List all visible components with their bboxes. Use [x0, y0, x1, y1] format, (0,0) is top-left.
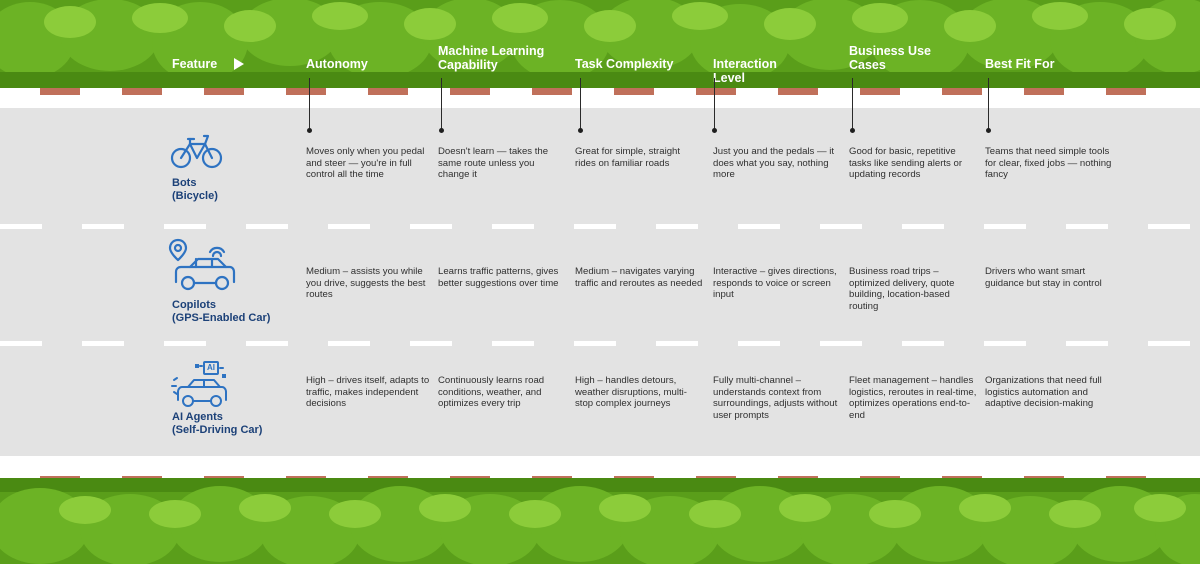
- cell-copilots-autonomy: Medium – assists you while you drive, su…: [306, 266, 426, 301]
- bottom-hedge-foliage: [0, 478, 1200, 564]
- cell-copilots-best-fit-for: Drivers who want smart guidance but stay…: [985, 266, 1102, 289]
- column-header-task-complexity: Task Complexity: [575, 57, 673, 71]
- cell-bots-task-complexity: Great for simple, straight rides on fami…: [575, 146, 681, 169]
- lane-divider-1: [0, 224, 1200, 229]
- column-header-business-use-cases: Business Use Cases: [849, 44, 931, 72]
- cell-bots-machine-learning: Doesn't learn — takes the same route unl…: [438, 146, 549, 181]
- column-header-line: Machine Learning: [438, 44, 545, 58]
- column-header-line: Cases: [849, 58, 886, 72]
- header-pointer-dot: [307, 128, 312, 133]
- column-header-line: Interaction: [713, 57, 777, 71]
- gps-car-icon: [168, 238, 236, 291]
- header-pointer-line: [580, 78, 581, 130]
- self-driving-car-icon: AI: [170, 360, 230, 408]
- cell-ai-agents-best-fit-for: Organizations that need full logistics a…: [985, 375, 1102, 410]
- cell-ai-agents-business-use-cases: Fleet management – handles logistics, re…: [849, 375, 977, 421]
- column-header-line: Autonomy: [306, 57, 368, 71]
- cell-bots-business-use-cases: Good for basic, repetitive tasks like se…: [849, 146, 963, 181]
- column-header-line: Level: [713, 71, 745, 85]
- bottom-hedge: [0, 478, 1200, 564]
- header-pointer-dot: [439, 128, 444, 133]
- cell-ai-agents-autonomy: High – drives itself, adapts to traffic,…: [306, 375, 430, 410]
- header-pointer-dot: [986, 128, 991, 133]
- self-driving-car-graphic: [171, 361, 227, 407]
- header-pointer-dot: [712, 128, 717, 133]
- cell-copilots-machine-learning: Learns traffic patterns, gives better su…: [438, 266, 559, 289]
- cell-ai-agents-machine-learning: Continuously learns road conditions, wea…: [438, 375, 545, 410]
- road-edge-top: [0, 104, 1200, 108]
- row-name: AI Agents: [172, 411, 223, 423]
- header-pointer-dot: [578, 128, 583, 133]
- row-title-ai-agents: AI Agents (Self-Driving Car): [172, 411, 262, 437]
- header-pointer-line: [988, 78, 989, 130]
- cell-copilots-interaction-level: Interactive – gives directions, responds…: [713, 266, 837, 301]
- column-header-best-fit-for: Best Fit For: [985, 57, 1054, 71]
- row-name: Copilots: [172, 299, 216, 311]
- column-header-line: Best Fit For: [985, 57, 1055, 71]
- header-pointer-line: [852, 78, 853, 130]
- column-header-machine-learning: Machine Learning Capability: [438, 44, 544, 72]
- header-pointer-line: [309, 78, 310, 130]
- bottom-curb: [0, 458, 1200, 478]
- header-pointer-dot: [850, 128, 855, 133]
- row-title-copilots: Copilots (GPS-Enabled Car): [172, 299, 270, 325]
- cell-bots-autonomy: Moves only when you pedal and steer — yo…: [306, 146, 425, 181]
- lane-divider-2: [0, 341, 1200, 346]
- ai-icon-label: AI: [207, 363, 215, 372]
- column-header-line: Capability: [438, 58, 498, 72]
- cell-ai-agents-task-complexity: High – handles detours, weather disrupti…: [575, 375, 687, 410]
- top-brick-strip: [0, 88, 1200, 95]
- row-title-bots: Bots (Bicycle): [172, 177, 218, 203]
- bicycle-icon: [170, 134, 223, 169]
- cell-ai-agents-interaction-level: Fully multi-channel – understands contex…: [713, 375, 838, 421]
- header-pointer-line: [714, 78, 715, 130]
- cell-copilots-task-complexity: Medium – navigates varying traffic and r…: [575, 266, 703, 289]
- top-hedge: [0, 0, 1200, 92]
- play-icon: [234, 58, 244, 70]
- column-header-interaction-level: Interaction Level: [713, 57, 777, 85]
- column-header-autonomy: Autonomy: [306, 57, 368, 71]
- row-subtitle: (Self-Driving Car): [172, 424, 263, 436]
- feature-header: Feature: [172, 57, 218, 71]
- header-pointer-line: [441, 78, 442, 130]
- top-hedge-foliage: [0, 0, 1200, 92]
- column-header-line: Task Complexity: [575, 57, 674, 71]
- row-subtitle: (Bicycle): [172, 190, 218, 202]
- cell-bots-interaction-level: Just you and the pedals — it does what y…: [713, 146, 835, 181]
- row-subtitle: (GPS-Enabled Car): [172, 312, 271, 324]
- column-header-line: Business Use: [849, 44, 931, 58]
- row-name: Bots: [172, 177, 197, 189]
- cell-bots-best-fit-for: Teams that need simple tools for clear, …: [985, 146, 1112, 181]
- cell-copilots-business-use-cases: Business road trips – optimized delivery…: [849, 266, 955, 312]
